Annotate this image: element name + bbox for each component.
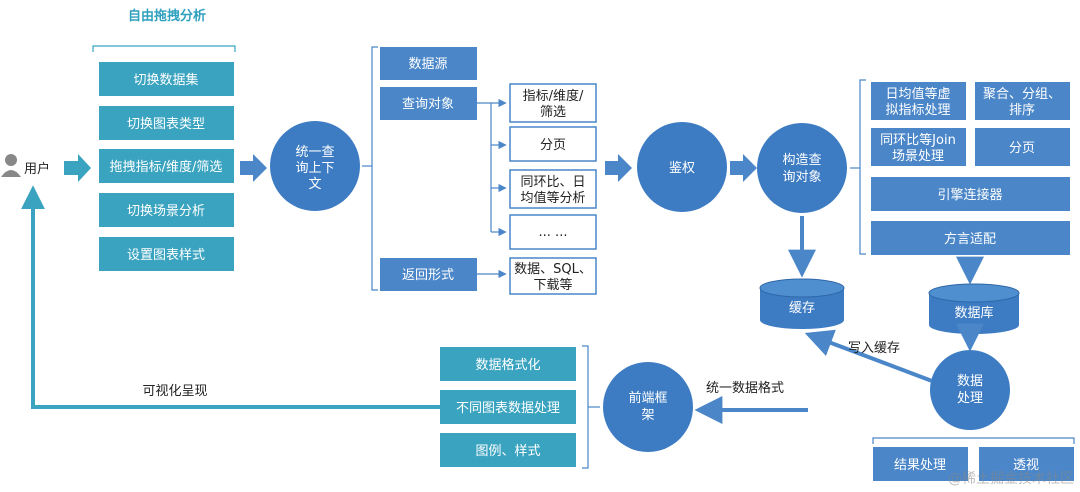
query-sub-box xyxy=(509,169,597,209)
query-sub-label: 同环比、日 xyxy=(520,175,585,190)
return-form-label: 返回形式 xyxy=(402,268,454,283)
free-drag-item xyxy=(99,62,234,96)
engine-label: 同环比等Join xyxy=(880,132,956,148)
arrow-to-build-query xyxy=(730,154,757,182)
free-drag-items: 切换数据集 切换图表类型 拖拽指标/维度/筛选 切换场景分析 设置图表样式 xyxy=(99,62,234,271)
unified-format-label: 统一数据格式 xyxy=(706,380,784,396)
datasource-box xyxy=(380,47,477,80)
arrow-to-auth xyxy=(605,154,632,182)
engine-label: 拟指标处理 xyxy=(885,103,950,118)
database-label: 数据库 xyxy=(954,305,993,321)
frontend-item-label: 不同图表数据处理 xyxy=(456,401,560,416)
cache-label: 缓存 xyxy=(789,301,815,316)
auth-node xyxy=(637,122,727,212)
unified-context-line: 询上下 xyxy=(295,161,334,176)
data-processing-line: 数据 xyxy=(957,374,983,389)
unified-context-line: 统一查 xyxy=(295,145,334,160)
query-sub-label: 均值等分析 xyxy=(520,190,585,206)
engine-label: 排序 xyxy=(1009,103,1035,118)
return-form-box xyxy=(380,258,477,291)
frontend-item-label: 数据格式化 xyxy=(475,357,540,373)
query-object-label: 查询对象 xyxy=(402,97,454,112)
unified-context-line: 文 xyxy=(308,177,321,192)
return-sub-box xyxy=(509,257,597,295)
result-brace xyxy=(872,437,1075,444)
datasource-label: 数据源 xyxy=(408,57,447,72)
free-drag-item xyxy=(99,149,234,183)
frontend-items: 数据格式化 不同图表数据处理 图例、样式 xyxy=(440,347,576,467)
query-sub-boxes: 指标/维度/ 筛选 分页 同环比、日 均值等分析 ... ... 数据、SQL、… xyxy=(509,83,597,295)
frontend-brace xyxy=(582,345,589,469)
engine-brace xyxy=(859,79,866,255)
query-sub-box xyxy=(509,214,597,250)
pivot-label: 透视 xyxy=(1013,458,1039,473)
free-drag-item xyxy=(99,237,234,271)
return-sub-label: 数据、SQL、 xyxy=(514,262,592,277)
engine-boxes: 日均值等虚 拟指标处理 聚合、分组、 排序 同环比等Join 场景处理 分页 引… xyxy=(871,82,1070,255)
return-sub-label: 下载等 xyxy=(533,277,572,293)
engine-label: 聚合、分组、 xyxy=(983,87,1061,102)
build-query-line: 构造查 xyxy=(782,153,821,168)
engine-label: 引擎连接器 xyxy=(937,187,1002,203)
auth-label: 鉴权 xyxy=(669,160,695,176)
arrow-drag-to-context xyxy=(240,154,267,182)
arrow-write-cache xyxy=(804,329,933,383)
query-parts-brace xyxy=(371,46,378,291)
visualize-label: 可视化呈现 xyxy=(142,384,207,399)
frontend-node xyxy=(603,362,693,452)
build-query-node xyxy=(757,123,847,213)
engine-label: 方言适配 xyxy=(944,231,996,247)
query-sub-label: 指标/维度/ xyxy=(523,88,584,104)
query-sub-label: 分页 xyxy=(540,138,566,153)
query-object-box xyxy=(380,87,477,120)
query-sub-label: 筛选 xyxy=(540,105,566,120)
free-drag-item-label: 设置图表样式 xyxy=(127,248,205,263)
arrow-user-to-drag xyxy=(64,154,91,182)
query-sub-label: ... ... xyxy=(539,225,568,240)
free-drag-item-label: 切换场景分析 xyxy=(127,204,205,219)
engine-box-yoy-join xyxy=(871,128,966,166)
free-drag-item-label: 拖拽指标/维度/筛选 xyxy=(110,159,223,175)
query-sub-box xyxy=(509,126,597,162)
data-processing-node xyxy=(930,350,1010,430)
database-cylinder xyxy=(928,283,1020,334)
engine-box-paging xyxy=(975,128,1070,166)
user-icon xyxy=(1,154,21,177)
build-query-line: 询对象 xyxy=(782,170,821,185)
result-processing-label: 结果处理 xyxy=(894,458,946,473)
result-processing-box xyxy=(873,447,968,481)
arrow-return-to-user xyxy=(21,185,440,409)
frontend-item xyxy=(440,433,576,467)
write-cache-label: 写入缓存 xyxy=(848,341,900,356)
free-drag-title: 自由拖拽分析 xyxy=(128,8,206,24)
watermark: @稀土掘金技术社区 xyxy=(948,471,1074,487)
frontend-item-label: 图例、样式 xyxy=(475,444,540,459)
engine-label: 分页 xyxy=(1009,141,1035,156)
frontend-item xyxy=(440,347,576,381)
engine-box-daily-avg xyxy=(871,82,966,120)
engine-box-dialect xyxy=(871,221,1070,255)
frontend-line: 前端框 xyxy=(628,390,667,406)
frontend-line: 架 xyxy=(641,408,654,423)
data-processing-line: 处理 xyxy=(957,391,983,406)
free-drag-item-label: 切换图表类型 xyxy=(127,117,205,132)
unified-context-node xyxy=(270,121,360,211)
free-drag-item-label: 切换数据集 xyxy=(133,72,198,88)
cache-cylinder xyxy=(759,278,845,329)
engine-box-connector xyxy=(871,177,1070,211)
user-label: 用户 xyxy=(24,161,50,177)
free-drag-item xyxy=(99,193,234,227)
frontend-item xyxy=(440,390,576,424)
engine-box-aggregate xyxy=(975,82,1070,120)
query-sub-box xyxy=(509,83,597,123)
free-drag-brace xyxy=(92,45,236,52)
engine-label: 日均值等虚 xyxy=(885,86,950,102)
engine-label: 场景处理 xyxy=(892,149,944,164)
free-drag-item xyxy=(99,106,234,140)
pivot-box xyxy=(979,447,1074,481)
